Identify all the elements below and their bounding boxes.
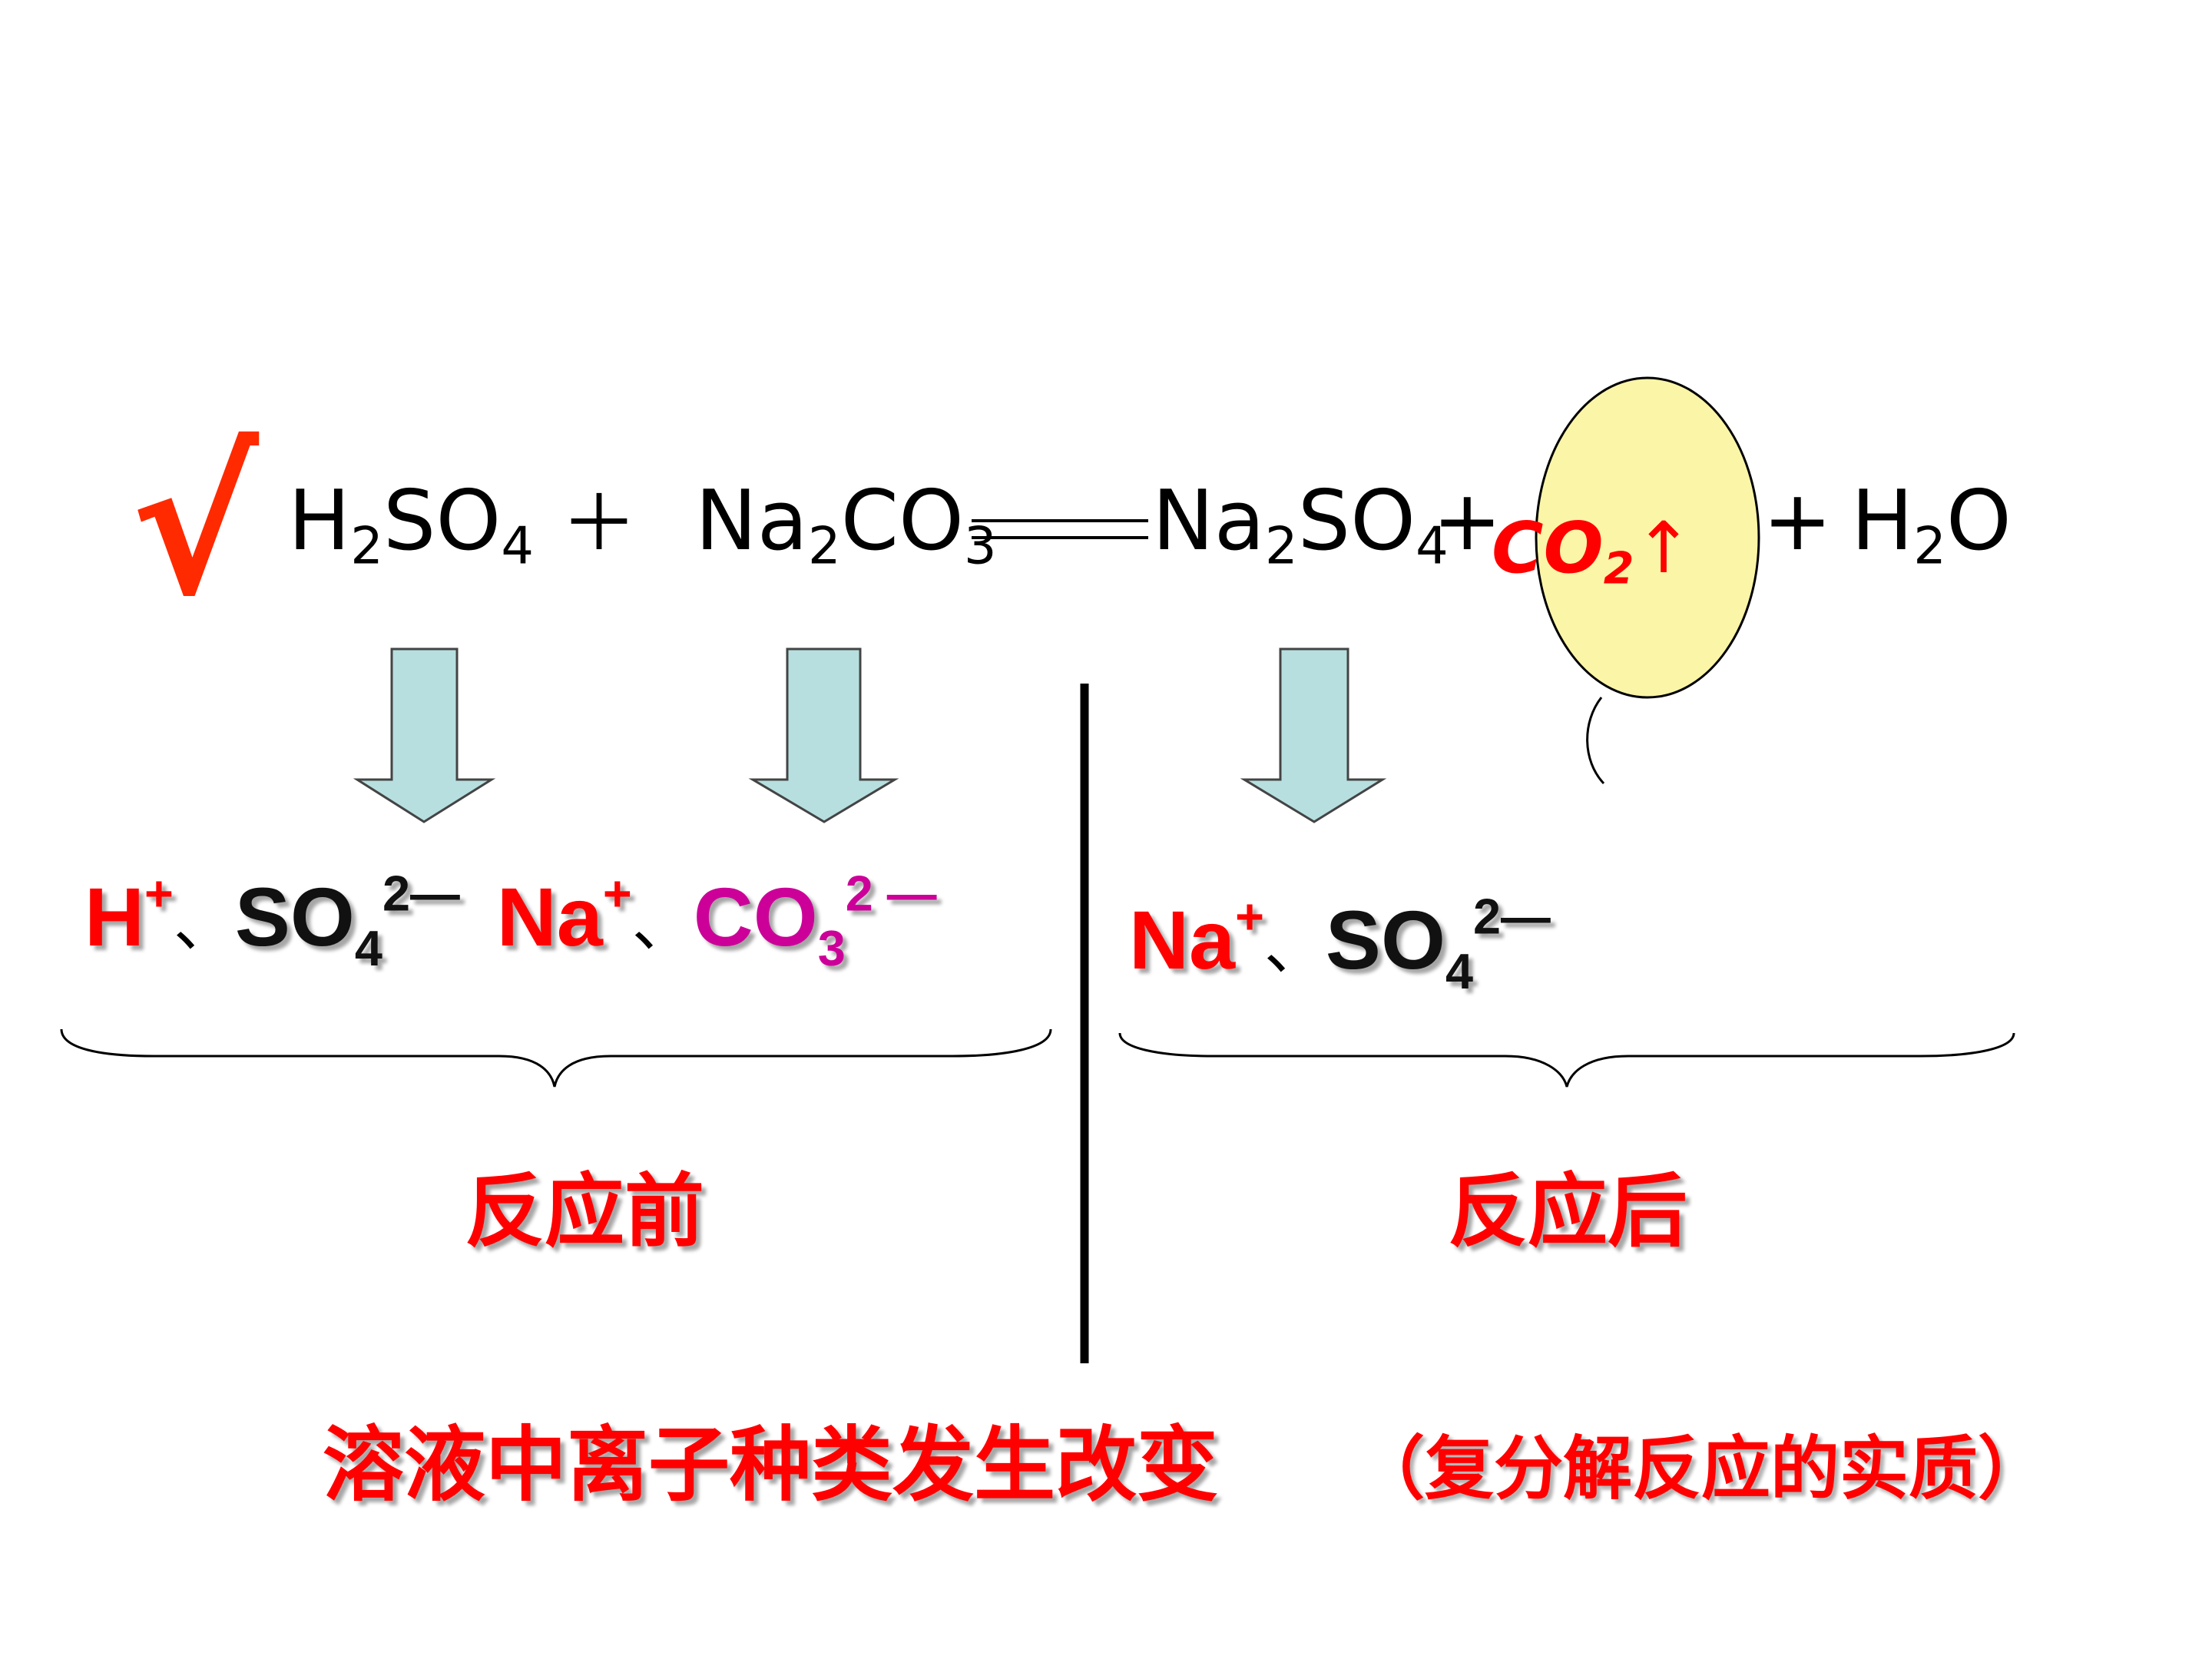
ion-so4: SO42— — [234, 865, 460, 976]
plus-sign-3: + — [1763, 473, 1833, 569]
plus-sign-2: + — [1432, 473, 1502, 569]
brace-after — [1118, 1032, 2015, 1088]
formula-h2so4: H2SO4 — [288, 473, 534, 576]
plus-sign-1: ＋ — [561, 478, 637, 568]
down-arrow-1 — [353, 647, 496, 823]
ion-h: H+ — [84, 865, 174, 963]
label-after-reaction: 反应后 — [1448, 1164, 1688, 1258]
ion-na-after: Na+ — [1129, 888, 1264, 986]
ion-so4-after: SO42— — [1325, 888, 1551, 999]
balloon-string — [1586, 697, 1605, 785]
down-arrow-3 — [1240, 647, 1387, 823]
formula-co2: CO2↑ — [1492, 507, 1694, 594]
formula-na2co3: Na2CO3 — [695, 473, 997, 576]
ion-na: Na+ — [496, 865, 632, 963]
up-arrow-icon: ↑ — [1634, 507, 1694, 589]
label-before-reaction: 反应前 — [465, 1164, 705, 1258]
brace-before — [60, 1028, 1052, 1088]
conclusion-text: 溶液中离子种类发生改变 — [323, 1418, 1218, 1512]
formula-na2so4: Na2SO4 — [1152, 473, 1449, 576]
ions-before: H+、SO42— Na+、CO32 — — [84, 865, 937, 976]
formula-h2o: H2O — [1851, 473, 2012, 576]
conclusion-note: （复分解反应的实质） — [1356, 1429, 2047, 1509]
ion-co3: CO32 — — [693, 865, 937, 976]
co2-balloon — [1535, 376, 1760, 699]
check-mark-icon: √ — [131, 414, 259, 637]
down-arrow-2 — [748, 647, 899, 823]
ions-after: Na+、SO42— — [1129, 888, 1551, 999]
